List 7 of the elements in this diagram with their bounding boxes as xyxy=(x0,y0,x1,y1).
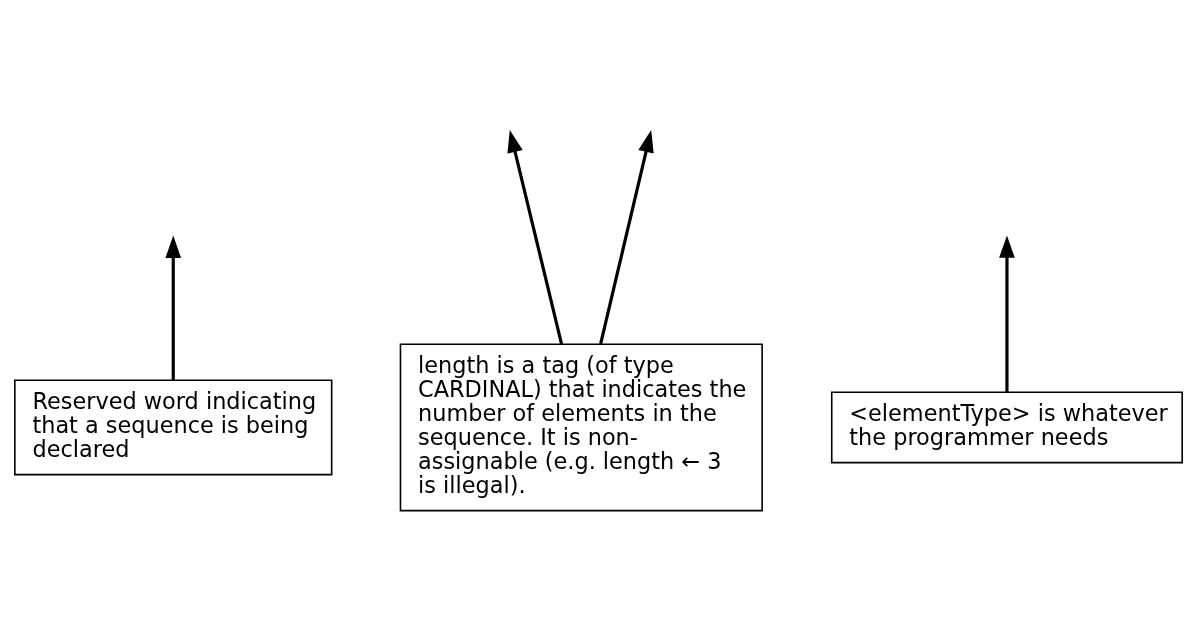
node-box: length is a tag (of type CARDINAL) that indicates the number of elements in the sequence. It is non-assignable (e.g. length ← 3 is illegal). xyxy=(399,343,763,512)
arrow xyxy=(507,129,564,345)
arrow xyxy=(165,235,182,380)
node-box: Reserved word indicating that a sequence is being declared xyxy=(14,379,333,476)
arrow xyxy=(999,235,1015,393)
arrow xyxy=(599,129,654,345)
node-box: <elementType> is whatever the programmer needs xyxy=(830,391,1183,464)
